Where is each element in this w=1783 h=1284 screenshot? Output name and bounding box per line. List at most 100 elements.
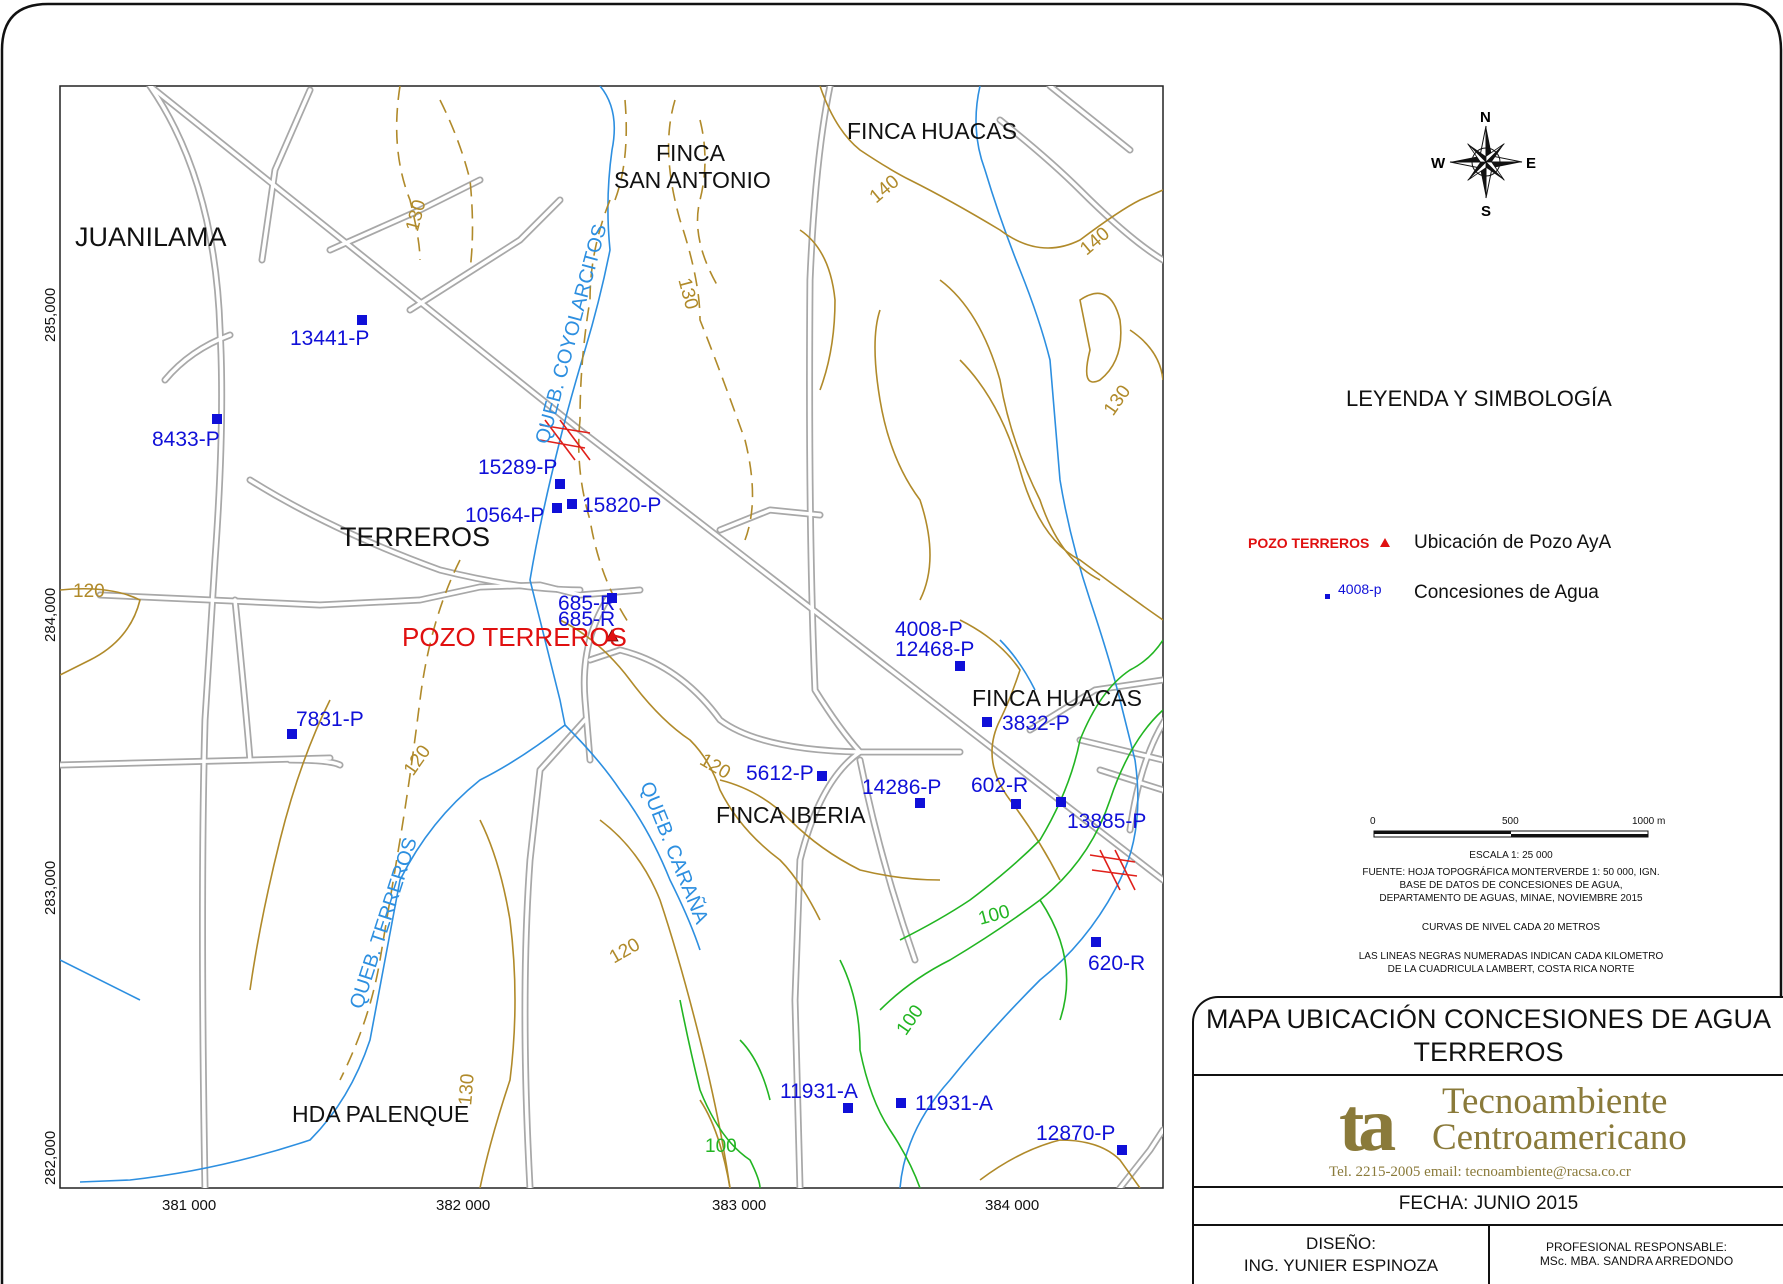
contours-100 (679, 639, 1163, 1188)
contour-note: CURVAS DE NIVEL CADA 20 METROS (1422, 922, 1601, 933)
place-terreros: TERREROS (340, 522, 490, 552)
place-finca-huacas: FINCA HUACAS (847, 118, 1017, 144)
concession-label: 12870-P (1036, 1122, 1115, 1145)
scale-tick: 500 (1502, 816, 1519, 827)
y-tick: 283,000 (42, 861, 59, 915)
company-name-1: Tecnoambiente (1442, 1081, 1668, 1122)
legend-well-icon (1380, 538, 1390, 547)
legend-well-key: POZO TERREROS (1248, 535, 1369, 551)
concession-label: 620-R (1088, 952, 1145, 975)
concession-label: 15289-P (478, 456, 557, 479)
x-tick: 384 000 (985, 1197, 1039, 1214)
concession-label: 11931-A (780, 1080, 858, 1103)
concession-label: 4008-P (895, 618, 963, 641)
concession-marker-icon[interactable] (567, 499, 577, 509)
streams (60, 86, 1139, 1188)
concession-label: 13441-P (290, 327, 369, 350)
concession-marker-icon[interactable] (552, 503, 562, 513)
scale-text: ESCALA 1: 25 000 (1469, 850, 1553, 861)
concession-label: 602-R (971, 774, 1028, 797)
legend-concession-icon (1325, 594, 1330, 599)
map-title: MAPA UBICACIÓN CONCESIONES DE AGUA (1205, 1004, 1772, 1034)
concession-marker-icon[interactable] (955, 661, 965, 671)
concession-marker-icon[interactable] (1091, 937, 1101, 947)
contours (60, 86, 1163, 1188)
concession-marker-icon[interactable] (607, 593, 617, 603)
concession-marker-icon[interactable] (915, 798, 925, 808)
legend-concession-desc: Concesiones de Agua (1414, 582, 1599, 603)
legend-title: LEYENDA Y SIMBOLOGÍA (1346, 386, 1612, 411)
company-name-2: Centroamericano (1432, 1117, 1687, 1158)
scale-bar: 0 500 1000 m ESCALA 1: 25 000 FUENTE: HO… (1359, 816, 1666, 975)
concession-label: 10564-P (465, 504, 544, 527)
concession-label: 11931-A (915, 1092, 993, 1115)
place-finca-iberia: FINCA IBERIA (716, 802, 866, 828)
responsible-name: MSc. MBA. SANDRA ARREDONDO (1539, 1254, 1734, 1268)
y-tick: 285,000 (42, 288, 59, 342)
concession-label: 8433-P (152, 428, 220, 451)
compass-rose-icon: N S E W (1431, 109, 1536, 220)
title-block: MAPA UBICACIÓN CONCESIONES DE AGUA TERRE… (1192, 996, 1783, 1284)
concession-marker-icon[interactable] (982, 717, 992, 727)
legend: LEYENDA Y SIMBOLOGÍA POZO TERREROS Ubica… (1248, 386, 1612, 603)
contour-label: 100 (705, 1136, 737, 1157)
scale-tick: 1000 m (1632, 816, 1665, 827)
x-tick: 381 000 (162, 1197, 216, 1214)
concession-label: 14286-P (862, 776, 941, 799)
concession-label: 7831-P (296, 708, 364, 731)
concession-marker-icon[interactable] (555, 479, 565, 489)
x-tick: 383 000 (712, 1197, 766, 1214)
contour-label: 130 (455, 1073, 479, 1106)
y-tick: 284,000 (42, 588, 59, 642)
company-contact: Tel. 2215-2005 email: tecnoambiente@racs… (1329, 1164, 1631, 1180)
concession-marker-icon[interactable] (817, 771, 827, 781)
y-tick: 282,000 (42, 1131, 59, 1185)
concession-marker-icon[interactable] (212, 414, 222, 424)
company-logo: ta (1339, 1083, 1434, 1167)
concession-marker-icon[interactable] (1011, 799, 1021, 809)
x-tick: 382 000 (436, 1197, 490, 1214)
grid-note: DE LA CUADRICULA LAMBERT, COSTA RICA NOR… (1388, 964, 1635, 975)
concession-label: 13885-P (1067, 810, 1146, 833)
compass-s: S (1481, 203, 1491, 220)
concession-label: 3832-P (1002, 712, 1070, 735)
source-line: FUENTE: HOJA TOPOGRÁFICA MONTERVERDE 1: … (1362, 865, 1659, 878)
concession-marker-icon[interactable] (287, 729, 297, 739)
source-line: DEPARTAMENTO DE AGUAS, MINAE, NOVIEMBRE … (1379, 893, 1643, 904)
concession-marker-icon[interactable] (1056, 797, 1066, 807)
map-subtitle: TERREROS (1413, 1037, 1564, 1067)
concession-markers (212, 315, 1127, 1155)
concession-marker-icon[interactable] (1117, 1145, 1127, 1155)
design-label: DISEÑO: (1306, 1234, 1376, 1253)
contour-label: 120 (73, 581, 105, 602)
well-marker[interactable] (605, 629, 619, 642)
place-finca-san-antonio: SAN ANTONIO (614, 167, 771, 193)
legend-well-desc: Ubicación de Pozo AyA (1414, 532, 1611, 553)
crossing-icon (539, 419, 1138, 891)
compass-n: N (1480, 109, 1491, 126)
concession-label: 685-R (558, 592, 615, 615)
well-label: POZO TERREROS (402, 622, 627, 652)
design-name: ING. YUNIER ESPINOZA (1243, 1256, 1439, 1275)
responsible-label: PROFESIONAL RESPONSABLE: (1546, 1240, 1727, 1254)
concession-label: 685-R (558, 608, 615, 631)
concession-marker-icon[interactable] (843, 1103, 853, 1113)
logo-mark: ta (1339, 1083, 1396, 1167)
compass-w: W (1431, 155, 1446, 172)
concession-label: 15820-P (582, 494, 661, 517)
well-triangle-icon (605, 629, 619, 642)
concession-marker-icon[interactable] (357, 315, 367, 325)
legend-concession-key: 4008-p (1338, 581, 1382, 597)
concession-label: 12468-P (895, 638, 974, 661)
place-hda-palenque: HDA PALENQUE (292, 1101, 469, 1127)
grid-note: LAS LINEAS NEGRAS NUMERADAS INDICAN CADA… (1359, 951, 1664, 962)
source-line: BASE DE DATOS DE CONCESIONES DE AGUA, (1399, 880, 1622, 891)
concession-marker-icon[interactable] (896, 1098, 906, 1108)
place-finca-san-antonio: FINCA (656, 140, 726, 166)
compass-e: E (1526, 155, 1536, 172)
map-date: FECHA: JUNIO 2015 (1398, 1193, 1579, 1214)
place-finca-huacas: FINCA HUACAS (972, 685, 1142, 711)
concession-label: 5612-P (746, 762, 814, 785)
